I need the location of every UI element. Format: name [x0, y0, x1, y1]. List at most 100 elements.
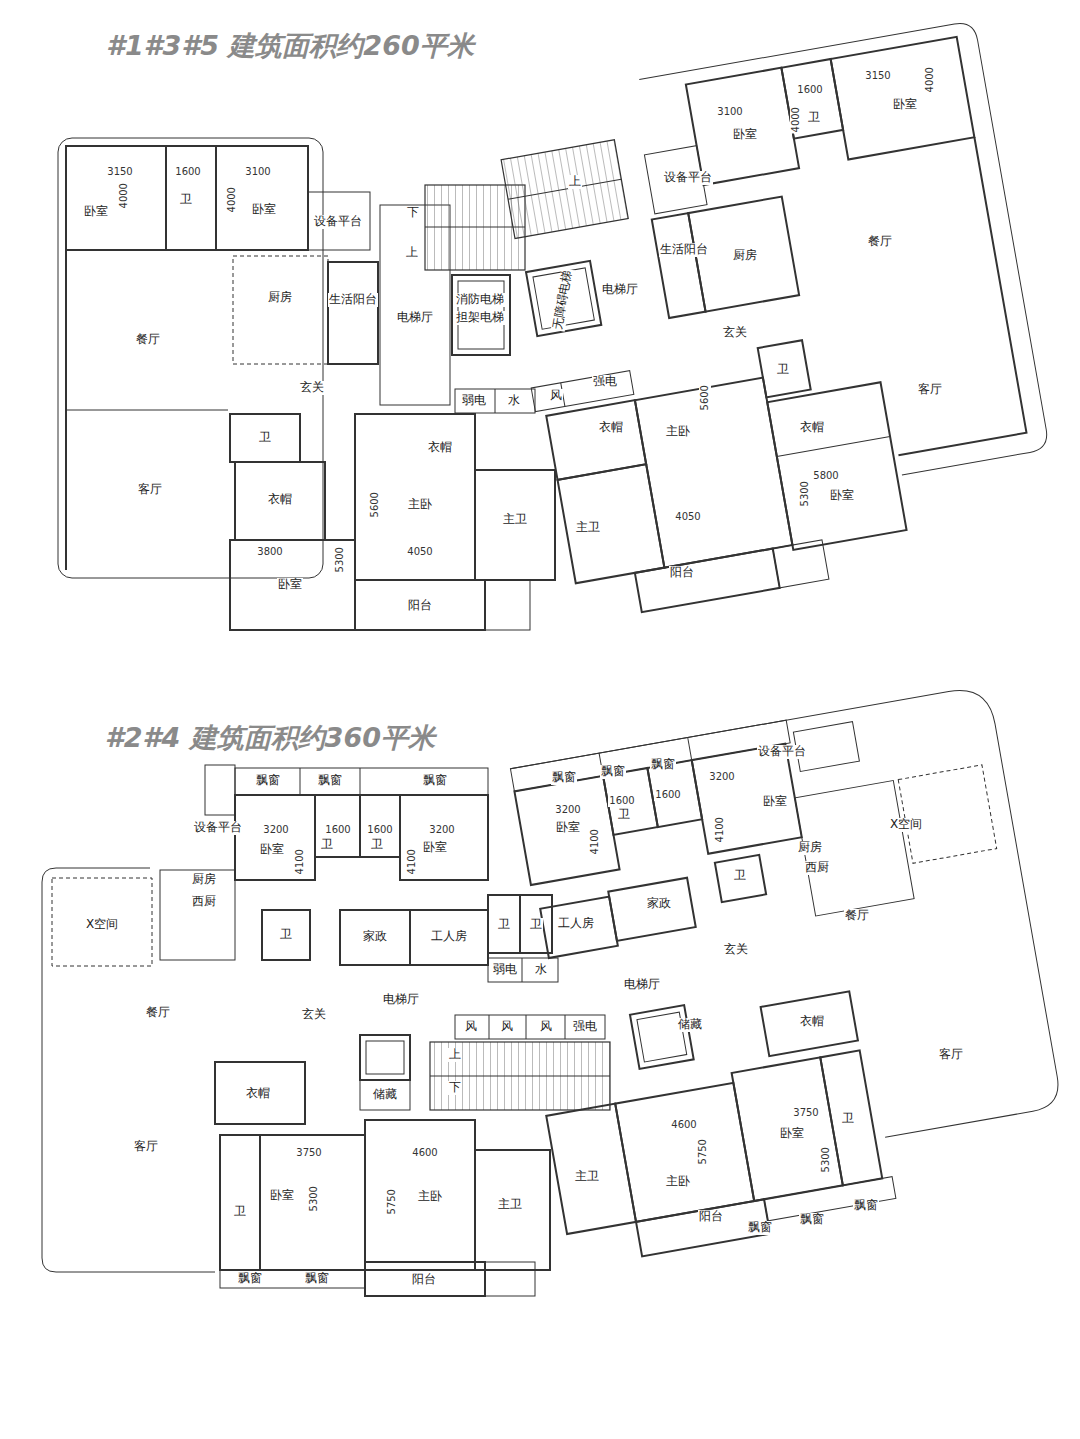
room-label: 飘窗	[304, 1272, 330, 1286]
wall-line	[355, 414, 475, 580]
room-label: 下	[448, 1081, 462, 1095]
wall-line	[635, 549, 780, 613]
room-label: 卧室	[277, 578, 303, 592]
dimension-label: 1600	[366, 824, 393, 836]
wall-line	[898, 765, 996, 863]
dimension-label: 3200	[554, 804, 581, 816]
wall-line	[732, 1057, 843, 1201]
wall-line	[430, 1042, 610, 1110]
wall-line	[215, 1062, 305, 1124]
dimension-label: 3750	[295, 1147, 322, 1159]
room-label: 客厅	[137, 483, 163, 497]
room-label: 玄关	[722, 326, 748, 340]
room-label: 西厨	[804, 861, 830, 875]
room-label: 主卫	[497, 1198, 523, 1212]
room-label: 卫	[233, 1205, 247, 1219]
dimension-label: 5300	[799, 480, 811, 507]
dimension-label: 1600	[654, 789, 681, 801]
dimension-label: 5800	[812, 470, 839, 482]
wall-line	[777, 436, 890, 456]
wall-line	[485, 1262, 535, 1296]
wall-line	[764, 1177, 896, 1221]
wall-line	[773, 540, 829, 588]
dimension-label: 5300	[308, 1185, 320, 1212]
dimension-label: 4050	[406, 546, 433, 558]
dimension-label: 5300	[820, 1146, 832, 1173]
room-label: 飘窗	[255, 774, 281, 788]
room-label: 电梯厅	[382, 993, 420, 1007]
room-label: 客厅	[917, 383, 943, 397]
wall-line	[366, 1041, 404, 1074]
dimension-label: 4050	[674, 511, 701, 523]
room-label: 无障碍电梯	[551, 268, 575, 331]
wall-line	[300, 768, 301, 795]
dimension-label: 3200	[428, 824, 455, 836]
wall-line	[360, 1035, 410, 1080]
wall-line	[340, 910, 410, 965]
room-label: 餐厅	[844, 909, 870, 923]
room-label: 卧室	[892, 98, 918, 112]
dimension-label: 4000	[118, 182, 130, 209]
wall-line	[452, 275, 510, 355]
room-label: 主卧	[417, 1190, 443, 1204]
wall-line	[262, 910, 310, 960]
room-label: 飘窗	[600, 765, 626, 779]
dimension-label: 3100	[244, 166, 271, 178]
wall-line	[565, 1015, 566, 1039]
dimension-label: 5750	[697, 1138, 709, 1165]
dimension-label: 3200	[708, 771, 735, 783]
room-label: 卫	[497, 918, 511, 932]
room-label: 卧室	[779, 1127, 805, 1141]
room-label: 强电	[592, 375, 618, 389]
room-label: 设备平台	[757, 745, 807, 759]
wall-line	[328, 262, 378, 364]
wall-line	[501, 140, 628, 239]
wall-line	[546, 400, 646, 480]
wall-line	[686, 68, 799, 185]
room-label: 西厨	[191, 895, 217, 909]
wall-line	[540, 897, 618, 958]
room-label: 卫	[529, 918, 543, 932]
wall-line	[639, 21, 1049, 508]
wall-line	[531, 371, 634, 412]
room-label: 飘窗	[237, 1272, 263, 1286]
wall-line	[488, 958, 558, 982]
wall-line	[58, 138, 323, 578]
room-label: 玄关	[723, 943, 749, 957]
dimension-label: 4100	[294, 848, 306, 875]
room-label: 风	[549, 389, 563, 403]
wall-line	[233, 256, 328, 364]
room-label: 飘窗	[747, 1221, 773, 1235]
dimension-label: 4600	[670, 1119, 697, 1131]
dimension-label: 4100	[714, 816, 726, 843]
room-label: 飘窗	[422, 774, 448, 788]
room-label: 家政	[646, 897, 672, 911]
wall-line	[514, 776, 619, 885]
dimension-label: 3200	[262, 824, 289, 836]
room-label: 工人房	[430, 930, 468, 944]
room-label: 卫	[807, 111, 821, 125]
room-label: 弱电	[461, 394, 487, 408]
room-label: 风	[500, 1020, 514, 1034]
dimension-label: 1600	[174, 166, 201, 178]
dimension-label: 1600	[324, 824, 351, 836]
room-label: 担架电梯	[455, 311, 505, 325]
wall-line	[761, 991, 858, 1056]
wall-line	[425, 227, 525, 228]
dimension-label: 3100	[716, 106, 743, 118]
wall-line	[688, 738, 692, 761]
wall-line	[795, 780, 914, 916]
room-label: 生活阳台	[659, 243, 709, 257]
wall-line	[692, 744, 802, 854]
room-label: X空间	[85, 918, 119, 932]
room-label: 厨房	[267, 291, 293, 305]
room-label: 主卫	[574, 1170, 600, 1184]
room-label: 设备平台	[313, 215, 363, 229]
room-label: 卧室	[762, 795, 788, 809]
wall-line	[230, 540, 355, 630]
room-label: 衣帽	[799, 1015, 825, 1029]
wall-line	[308, 192, 370, 250]
dimension-label: 4100	[406, 848, 418, 875]
wall-line	[400, 795, 488, 880]
